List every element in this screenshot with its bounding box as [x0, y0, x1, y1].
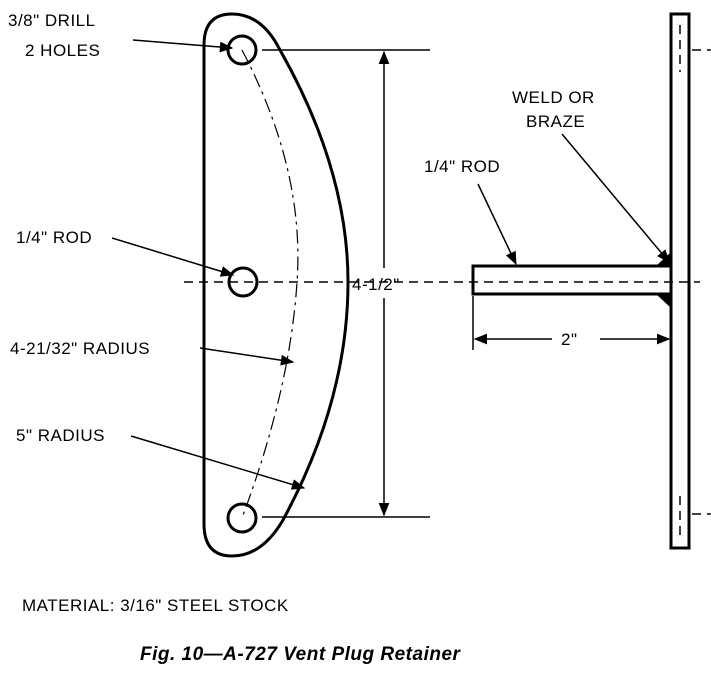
figure-caption: Fig. 10—A-727 Vent Plug Retainer [140, 644, 462, 665]
material-note: MATERIAL: 3/16" STEEL STOCK [22, 596, 289, 615]
rod-hole-callout: 1/4" ROD [16, 228, 235, 277]
inner-radius-label: 4-21/32" RADIUS [10, 339, 150, 358]
inner-radius-callout: 4-21/32" RADIUS [10, 339, 295, 366]
height-dimension: 4-1/2" [262, 49, 430, 518]
plate-outline [202, 12, 350, 558]
weld-label-line2: BRAZE [526, 112, 585, 131]
rod-label-right: 1/4" ROD [424, 157, 500, 176]
retainer-plate-front-view [202, 12, 350, 558]
drill-holes-callout: 3/8" DRILL 2 HOLES [8, 11, 234, 60]
side-rod [471, 264, 673, 296]
weld-label-line1: WELD OR [512, 88, 595, 107]
length-dimension: 2" [472, 296, 671, 350]
drill-label-line1: 3/8" DRILL [8, 11, 96, 30]
drill-hole-bottom [226, 502, 258, 534]
height-dimension-label: 4-1/2" [352, 275, 400, 294]
outer-radius-label: 5" RADIUS [16, 426, 105, 445]
length-dimension-label: 2" [561, 330, 578, 349]
drill-label-line2: 2 HOLES [25, 41, 100, 60]
outer-radius-callout: 5" RADIUS [16, 426, 306, 490]
weld-callout: WELD OR BRAZE [512, 88, 670, 264]
rod-callout-right: 1/4" ROD [424, 157, 517, 266]
weld-fillet [656, 252, 671, 266]
rod-label-left: 1/4" ROD [16, 228, 92, 247]
side-plate [669, 12, 691, 550]
inner-radius-arc [241, 49, 299, 519]
